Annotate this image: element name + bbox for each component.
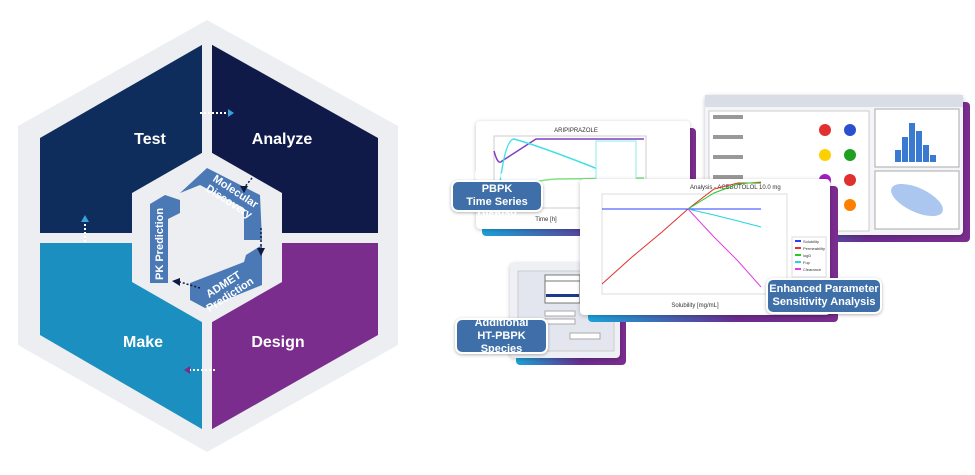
step-pk-prediction [150,195,180,283]
callout-time-series: Enhanced HT-PBPK Time Series Display [451,170,543,221]
label-analyze: Analyze [252,131,313,148]
legend-logd: logD [803,253,811,258]
legend-clearance: Clearance [803,267,822,272]
legend-fup: Fup [803,260,811,265]
label-make: Make [123,334,163,351]
sensitivity-title: Analysis - ACEBUTOLOL 10.0 mg [690,185,781,191]
step-admet-prediction [190,245,262,308]
legend-permeability: Permeability [803,246,825,251]
time-series-title: ARIPIPRAZOLE [554,128,598,134]
callout-time-series-line1: Enhanced HT-PBPK [460,170,534,195]
time-series-xlabel: Time [h] [535,217,557,223]
label-design: Design [251,334,304,351]
callout-time-series-line2: Time Series Display [466,196,528,221]
label-test: Test [134,131,166,148]
callout-species-line1: Additional [474,316,529,329]
callout-sensitivity-line2: Sensitivity Analysis [772,296,876,308]
callout-species-line2: HT-PBPK Species [477,329,526,355]
callout-sensitivity: Enhanced Parameter Sensitivity Analysis [766,278,882,314]
sensitivity-xlabel: Solubility [mg/mL] [671,303,719,309]
callout-species: Additional HT-PBPK Species [455,316,548,355]
legend-solubility: Solubility [803,239,819,244]
pk-prediction-label: PK Prediction [154,208,166,280]
callout-sensitivity-line1: Enhanced Parameter [769,283,879,295]
histogram-bars [895,123,936,162]
cycle-arrows [84,112,228,371]
